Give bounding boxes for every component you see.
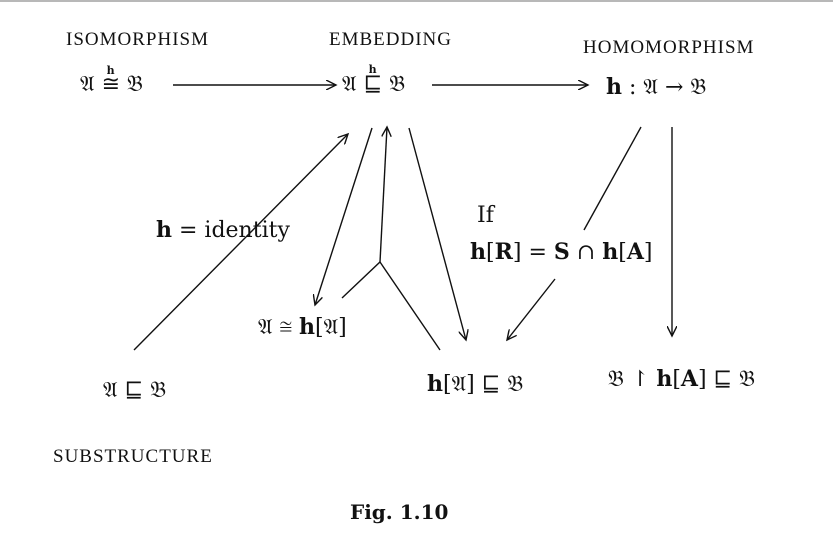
arrow-fork-to-embedding xyxy=(379,127,387,263)
top-border xyxy=(0,0,833,2)
condition-label: h[R] = S ∩ h[A] xyxy=(470,239,653,265)
isomorphism-label: ISOMORPHISM xyxy=(66,29,209,50)
restriction-node: 𝔅 ↾ h[A] ⊑ 𝔅 xyxy=(608,366,756,392)
image-substructure-node: h[𝔄] ⊑ 𝔅 xyxy=(427,371,524,397)
substructure-label: SUBSTRUCTURE xyxy=(53,446,213,467)
fork-line-left xyxy=(341,260,441,351)
embedding-label: EMBEDDING xyxy=(329,29,452,50)
if-label: If xyxy=(477,203,494,228)
image-isomorphism-node: 𝔄 ≅ h[𝔄] xyxy=(258,314,347,340)
line-homomorphism-down-left-upper xyxy=(583,126,642,231)
isomorphism-node: 𝔄 ≅ h 𝔅 xyxy=(80,64,143,97)
arrow-substructure-to-embedding xyxy=(133,134,348,351)
h-identity-label: h = identity xyxy=(156,217,290,243)
homomorphism-label: HOMOMORPHISM xyxy=(583,37,755,58)
arrow-embedding-to-image-sub xyxy=(408,127,466,340)
arrow-homomorphism-to-image-sub xyxy=(507,278,556,340)
figure-caption: Fig. 1.10 xyxy=(350,500,449,524)
homomorphism-node: h : 𝔄 → 𝔅 xyxy=(606,74,707,100)
substructure-node: 𝔄 ⊑ 𝔅 xyxy=(103,378,167,403)
embedding-node: 𝔄 ⊑ h 𝔅 xyxy=(342,63,406,97)
arrow-embedding-to-image-iso xyxy=(315,127,373,305)
